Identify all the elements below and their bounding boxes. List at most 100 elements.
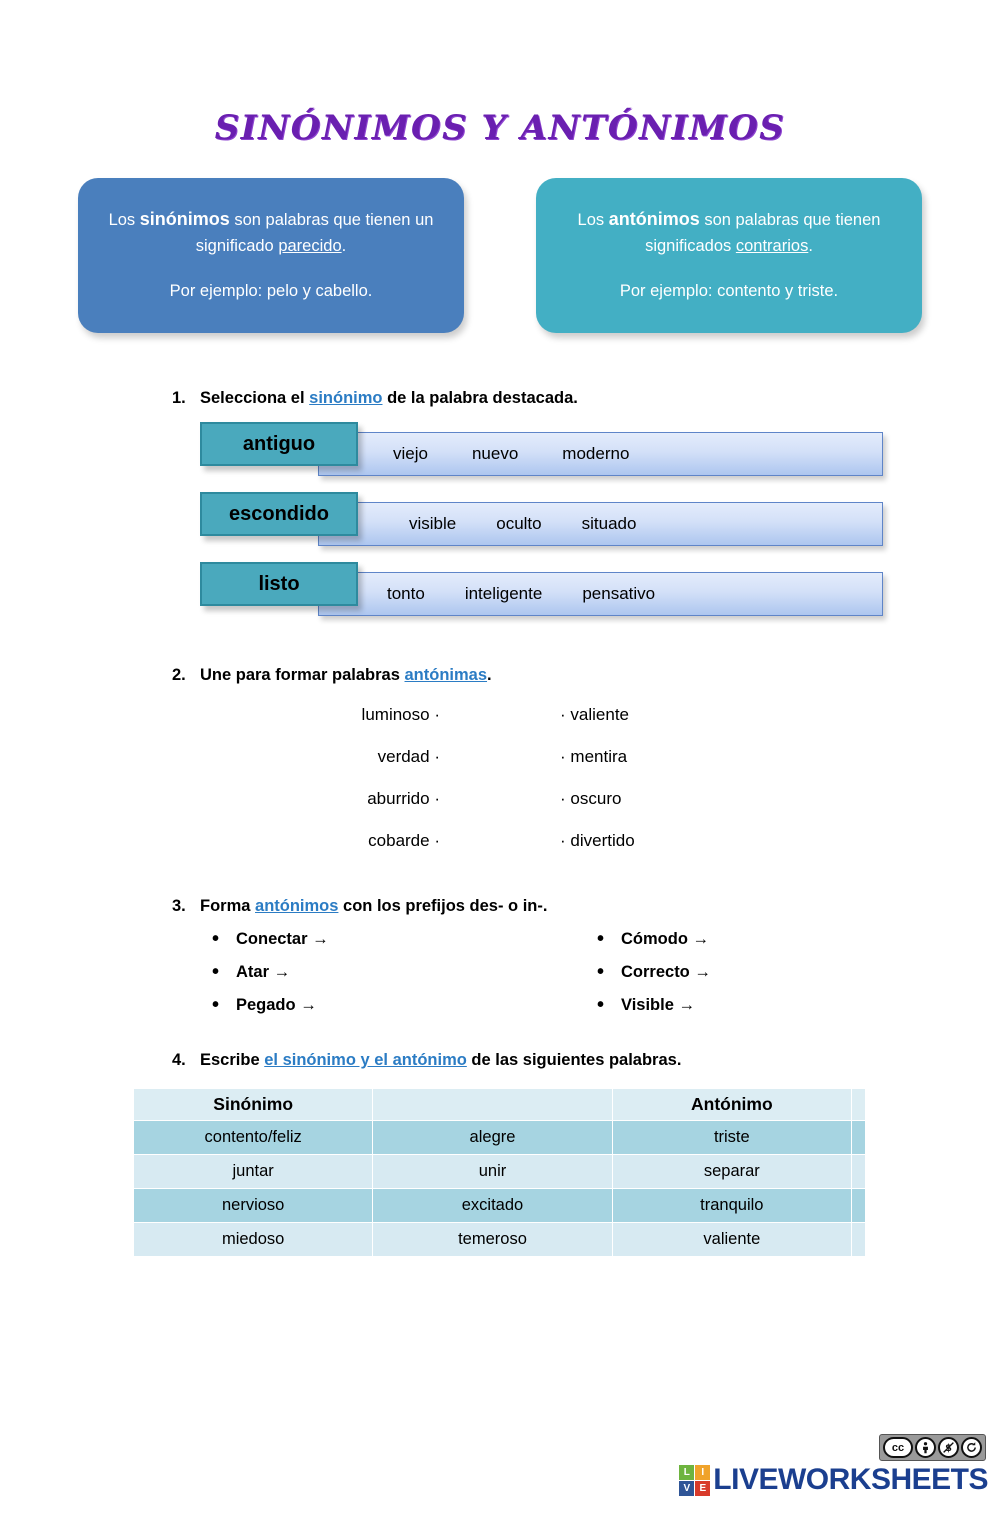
card-example: Por ejemplo: pelo y cabello. xyxy=(169,282,373,301)
matching-item[interactable]: · valiente xyxy=(560,705,700,725)
match-dot[interactable]: · xyxy=(434,705,440,724)
exercise-3-number: 3. xyxy=(172,897,186,915)
option-choice[interactable]: nuevo xyxy=(471,444,519,463)
matching-item-label: aburrido xyxy=(367,789,430,808)
exercise-2-heading: 2. Une para formar palabras antónimas. xyxy=(172,666,1000,685)
options-bar: tonto inteligente pensativo xyxy=(318,572,883,616)
cc-by-icon xyxy=(915,1437,936,1458)
table-header-row: Sinónimo Antónimo xyxy=(132,1088,866,1121)
matching-item[interactable]: cobarde · xyxy=(300,831,440,851)
prefix-word: Conectar xyxy=(236,930,308,948)
prefix-item[interactable]: Correcto → xyxy=(585,961,970,984)
exercise-3-highlight: antónimos xyxy=(255,897,339,915)
prefix-right-list: Cómodo → Correcto → Visible → xyxy=(585,928,970,1029)
column-header-spacer xyxy=(851,1088,866,1121)
matching-item-label: divertido xyxy=(570,831,635,850)
definition-card-antonimos: Los antónimos son palabras que tienen si… xyxy=(536,178,922,333)
creative-commons-badge: cc $ xyxy=(879,1434,986,1461)
option-choice[interactable]: visible xyxy=(409,514,457,533)
exercise-2-text-before: Une para formar palabras xyxy=(200,666,405,684)
match-dot[interactable]: · xyxy=(560,705,566,724)
cell-sinonimo[interactable]: juntar xyxy=(132,1154,374,1189)
matching-left-column: luminoso · verdad · aburrido · cobarde · xyxy=(300,705,440,851)
matching-item-label: luminoso xyxy=(361,705,430,724)
prefix-item[interactable]: Pegado → xyxy=(200,994,585,1017)
matching-item[interactable]: · oscuro xyxy=(560,789,700,809)
match-dot[interactable]: · xyxy=(434,747,440,766)
option-choice[interactable]: inteligente xyxy=(464,584,543,603)
prefix-item[interactable]: Visible → xyxy=(585,994,970,1017)
option-choice[interactable]: oculto xyxy=(496,514,542,533)
cell-spacer xyxy=(851,1154,866,1189)
table-row: nervioso excitado tranquilo xyxy=(132,1188,866,1223)
live-square-i: I xyxy=(695,1464,711,1480)
matching-item[interactable]: · divertido xyxy=(560,831,700,851)
exercise-2-highlight: antónimas xyxy=(404,666,488,684)
prefix-item[interactable]: Conectar → xyxy=(200,928,585,951)
cell-sinonimo[interactable]: miedoso xyxy=(132,1222,374,1257)
column-header-sinonimo: Sinónimo xyxy=(132,1088,374,1121)
selection-row: visible oculto situado escondido xyxy=(0,492,1000,550)
matching-item[interactable]: aburrido · xyxy=(300,789,440,809)
cell-sinonimo[interactable]: contento/feliz xyxy=(132,1120,374,1155)
prefix-word: Visible xyxy=(621,996,674,1014)
matching-item-label: verdad xyxy=(377,747,430,766)
exercise-1-highlight: sinónimo xyxy=(309,389,383,407)
exercise-2-number: 2. xyxy=(172,666,186,684)
exercise-3-heading: 3. Forma antónimos con los prefijos des-… xyxy=(172,897,1000,916)
exercise-3-text-before: Forma xyxy=(200,897,256,915)
option-choice[interactable]: situado xyxy=(581,514,637,533)
cell-antonimo[interactable]: valiente xyxy=(611,1222,853,1257)
match-dot[interactable]: · xyxy=(560,789,566,808)
option-choice[interactable]: viejo xyxy=(393,444,428,463)
card-keyword: antónimos xyxy=(608,209,700,229)
cell-spacer xyxy=(851,1120,866,1155)
definition-card-sinonimos: Los sinónimos son palabras que tienen un… xyxy=(78,178,464,333)
target-word-box: escondido xyxy=(200,492,358,536)
match-dot[interactable]: · xyxy=(434,789,440,808)
match-dot[interactable]: · xyxy=(560,831,566,850)
exercise-4-text-after: de las siguientes palabras. xyxy=(466,1051,682,1069)
matching-item-label: cobarde xyxy=(368,831,430,850)
options-bar: visible oculto situado xyxy=(318,502,883,546)
arrow-icon: → xyxy=(694,963,711,981)
live-squares-icon: L I V E xyxy=(679,1464,711,1496)
prefix-item[interactable]: Atar → xyxy=(200,961,585,984)
live-square-v: V xyxy=(679,1480,695,1496)
column-header-antonimo: Antónimo xyxy=(611,1088,853,1121)
exercise-1-text-after: de la palabra destacada. xyxy=(382,389,578,407)
exercise-1-heading: 1. Selecciona el sinónimo de la palabra … xyxy=(172,389,1000,408)
cell-word: unir xyxy=(372,1154,613,1189)
cell-word: temeroso xyxy=(372,1222,613,1257)
matching-item[interactable]: verdad · xyxy=(300,747,440,767)
liveworksheets-brand-text: LIVEWORKSHEETS xyxy=(713,1463,988,1496)
selection-row: tonto inteligente pensativo listo xyxy=(0,562,1000,620)
matching-right-column: · valiente · mentira · oscuro · divertid… xyxy=(560,705,700,851)
live-square-l: L xyxy=(679,1464,695,1480)
matching-item[interactable]: luminoso · xyxy=(300,705,440,725)
match-dot[interactable]: · xyxy=(560,747,566,766)
exercise-4-text-before: Escribe xyxy=(200,1051,265,1069)
options-bar: viejo nuevo moderno xyxy=(318,432,883,476)
option-choice[interactable]: pensativo xyxy=(582,584,656,603)
liveworksheets-logo[interactable]: L I V E LIVEWORKSHEETS xyxy=(679,1463,988,1497)
matching-item[interactable]: · mentira xyxy=(560,747,700,767)
cell-antonimo[interactable]: triste xyxy=(611,1120,853,1155)
arrow-icon: → xyxy=(273,963,291,981)
option-choice[interactable]: moderno xyxy=(562,444,630,463)
match-dot[interactable]: · xyxy=(434,831,440,850)
exercise-4-number: 4. xyxy=(172,1051,186,1069)
arrow-icon: → xyxy=(300,996,317,1014)
cc-nc-icon: $ xyxy=(938,1437,959,1458)
exercise-1-text-before: Selecciona el xyxy=(200,389,310,407)
option-choice[interactable]: tonto xyxy=(387,584,425,603)
prefix-item[interactable]: Cómodo → xyxy=(585,928,970,951)
cell-sinonimo[interactable]: nervioso xyxy=(132,1188,374,1223)
cell-antonimo[interactable]: separar xyxy=(611,1154,853,1189)
card-body-text: son palabras que tienen significados xyxy=(645,211,881,255)
card-underlined-word: contrarios xyxy=(735,236,809,255)
matching-item-label: oscuro xyxy=(570,789,622,808)
selection-rows: viejo nuevo moderno antiguo visible ocul… xyxy=(0,422,1000,620)
prefix-word: Cómodo xyxy=(621,930,688,948)
cell-antonimo[interactable]: tranquilo xyxy=(611,1188,853,1223)
